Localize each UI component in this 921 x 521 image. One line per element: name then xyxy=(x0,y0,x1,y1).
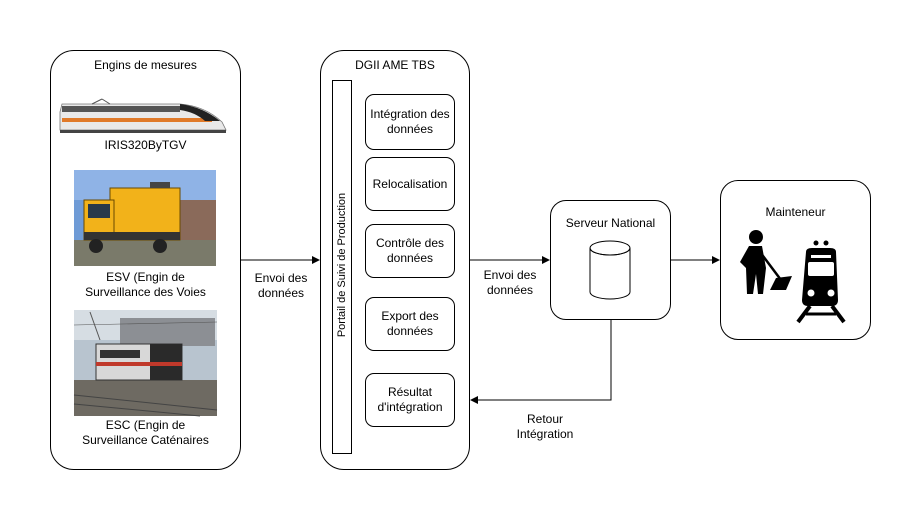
engin-label-esc: ESC (Engin de Surveillance Caténaires xyxy=(82,418,209,447)
edge-label-envoi-1: Envoi des données xyxy=(254,271,308,300)
step-export: Export des données xyxy=(365,297,455,351)
engins-title: Engins de mesures xyxy=(94,58,197,72)
portal-bar xyxy=(332,80,352,454)
edge-server-to-dgii-retour xyxy=(470,320,612,404)
engin-label-iris: IRIS320ByTGV xyxy=(104,138,187,152)
dgii-title: DGII AME TBS xyxy=(355,58,435,72)
engin-label-esv: ESV (Engin de Surveillance des Voies xyxy=(85,270,206,299)
step-controle: Contrôle des données xyxy=(365,224,455,278)
step-resultat: Résultat d'intégration xyxy=(365,373,455,427)
edge-label-retour: Retour Intégration xyxy=(516,412,574,441)
portal-label: Portail de Suivi de Production xyxy=(336,192,348,338)
server-box xyxy=(550,200,671,320)
engins-container xyxy=(50,50,241,470)
mainteneur-title: Mainteneur xyxy=(765,205,826,219)
server-title: Serveur National xyxy=(565,216,656,230)
edge-label-envoi-2: Envoi des données xyxy=(483,268,537,297)
step-relocalisation: Relocalisation xyxy=(365,157,455,211)
mainteneur-box xyxy=(720,180,871,340)
step-integration: Intégration des données xyxy=(365,94,455,150)
